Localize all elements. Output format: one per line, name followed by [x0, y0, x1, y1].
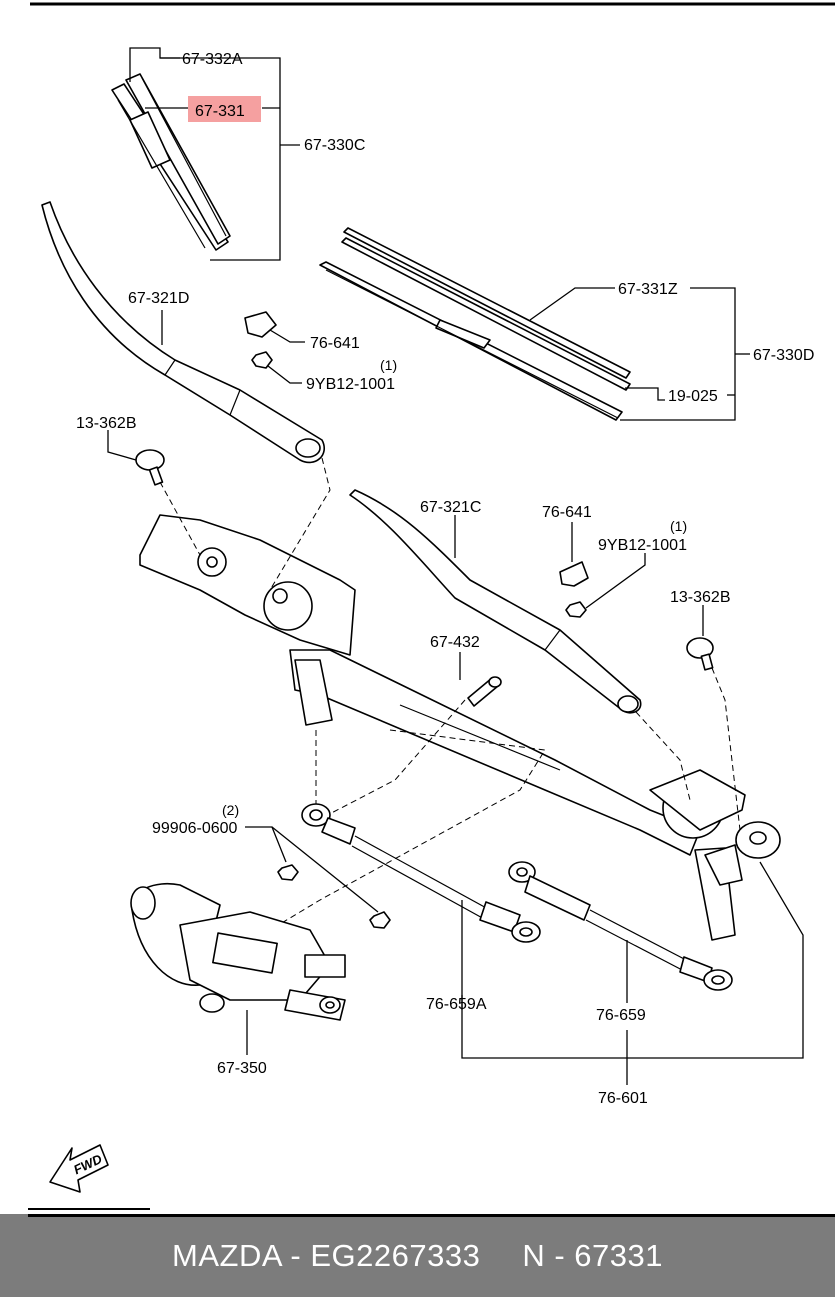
bolt-13-362B-a	[135, 449, 165, 486]
leader-99906-0600-a	[245, 826, 287, 863]
label-13-362B-a: 13-362B	[76, 415, 137, 432]
footer-caption: MAZDA - EG2267333 N - 67331	[0, 1214, 835, 1297]
label-76-659: 76-659	[596, 1007, 646, 1024]
dashed-assembly-lines	[159, 457, 741, 931]
label-99906-0600: 99906-0600	[152, 820, 238, 837]
part-info-footer: MAZDA - EG2267333 N - 67331	[0, 1214, 835, 1297]
highlight-67-331	[188, 96, 261, 122]
label-9YB12-1001-a: 9YB12-1001	[306, 376, 395, 393]
leader-76-641-a	[269, 329, 305, 343]
cap-76-641-b	[559, 561, 589, 587]
qty-99906-0600: (2)	[222, 802, 239, 818]
label-67-332A: 67-332A	[182, 51, 243, 68]
label-67-432: 67-432	[430, 634, 480, 651]
wiper-arm-67-321C	[349, 489, 642, 714]
link-rod-76-659	[508, 861, 733, 991]
footer-brand-part-number: MAZDA - EG2267333	[172, 1237, 481, 1273]
wiper-blade-67-330C	[111, 73, 231, 251]
leader-67-330D	[529, 287, 750, 421]
fwd-arrow-icon: FWD	[49, 1144, 109, 1193]
label-67-321D: 67-321D	[128, 290, 189, 307]
leader-99906-0600-b	[271, 826, 379, 913]
leader-67-330C	[129, 47, 300, 261]
label-67-331Z: 67-331Z	[618, 281, 678, 298]
label-67-350: 67-350	[217, 1060, 267, 1077]
wiper-blade-67-330D	[319, 227, 631, 421]
label-13-362B-b: 13-362B	[670, 589, 731, 606]
wiper-parts-diagram: 67-332A 67-331 67-330C 67-321D 76-641 (1…	[28, 2, 835, 1210]
qty-9YB12-1001-b: (1)	[670, 518, 687, 534]
wiper-linkage-frame	[139, 514, 781, 941]
footer-reference-number: N - 67331	[522, 1237, 663, 1273]
nut-9YB12-1001-b	[565, 601, 587, 618]
label-76-601: 76-601	[598, 1090, 648, 1107]
wiper-motor-67-350	[130, 883, 346, 1021]
label-9YB12-1001-b: 9YB12-1001	[598, 537, 687, 554]
nut-99906-0600-b	[369, 911, 391, 929]
nut-99906-0600-a	[277, 864, 299, 881]
qty-9YB12-1001-a: (1)	[380, 357, 397, 373]
bolt-13-362B-b	[686, 637, 714, 671]
label-76-659A: 76-659A	[426, 996, 487, 1013]
leader-9YB12-1001-b	[585, 553, 646, 609]
label-19-025: 19-025	[668, 388, 718, 405]
label-67-321C: 67-321C	[420, 499, 481, 516]
cap-76-641-a	[244, 311, 277, 338]
label-67-330C: 67-330C	[304, 137, 365, 154]
nut-9YB12-1001-a	[251, 351, 273, 369]
leader-9YB12-1001-a	[267, 365, 302, 384]
label-76-641-b: 76-641	[542, 504, 592, 521]
footer-top-rule	[28, 1214, 835, 1217]
label-67-331: 67-331	[195, 103, 245, 120]
label-67-330D: 67-330D	[753, 347, 814, 364]
label-76-641-a: 76-641	[310, 335, 360, 352]
bolt-67-432	[467, 676, 502, 707]
wiper-arm-67-321D	[41, 201, 325, 464]
leader-76-601	[461, 861, 804, 1085]
leader-13-362B-a	[107, 430, 137, 461]
link-rod-76-659A	[301, 803, 541, 943]
